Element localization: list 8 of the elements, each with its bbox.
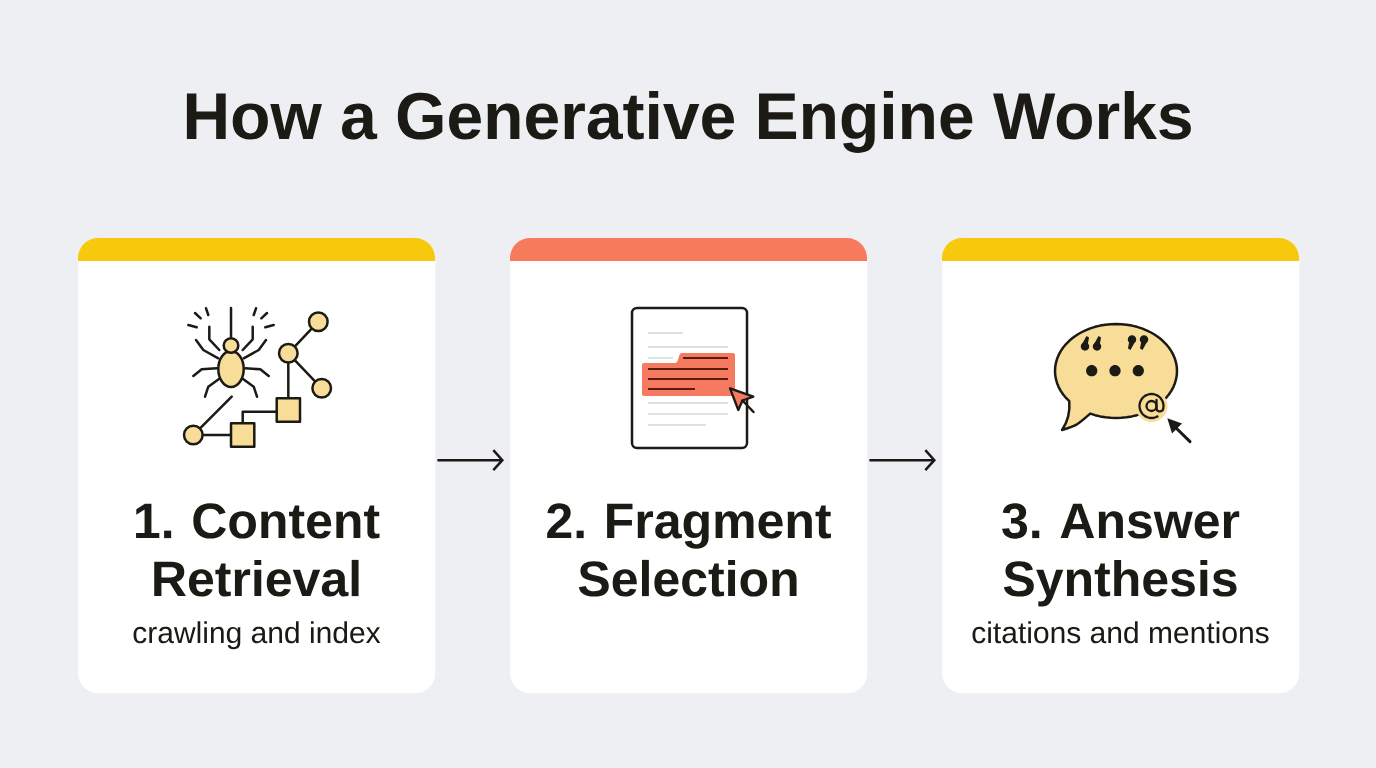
- arrow: [869, 449, 936, 472]
- step-subtitle: crawling and index: [133, 621, 381, 650]
- step-heading: 3. Answer Synthesis: [1002, 503, 1240, 607]
- title: How a Generative Engine Works: [186, 91, 1191, 153]
- step-subtitle: citations and mentions: [972, 621, 1269, 644]
- step-heading: 1. Content Retrieval: [136, 503, 380, 597]
- arrow: [437, 449, 504, 472]
- step-heading: 2. Fragment Selection: [547, 503, 831, 597]
